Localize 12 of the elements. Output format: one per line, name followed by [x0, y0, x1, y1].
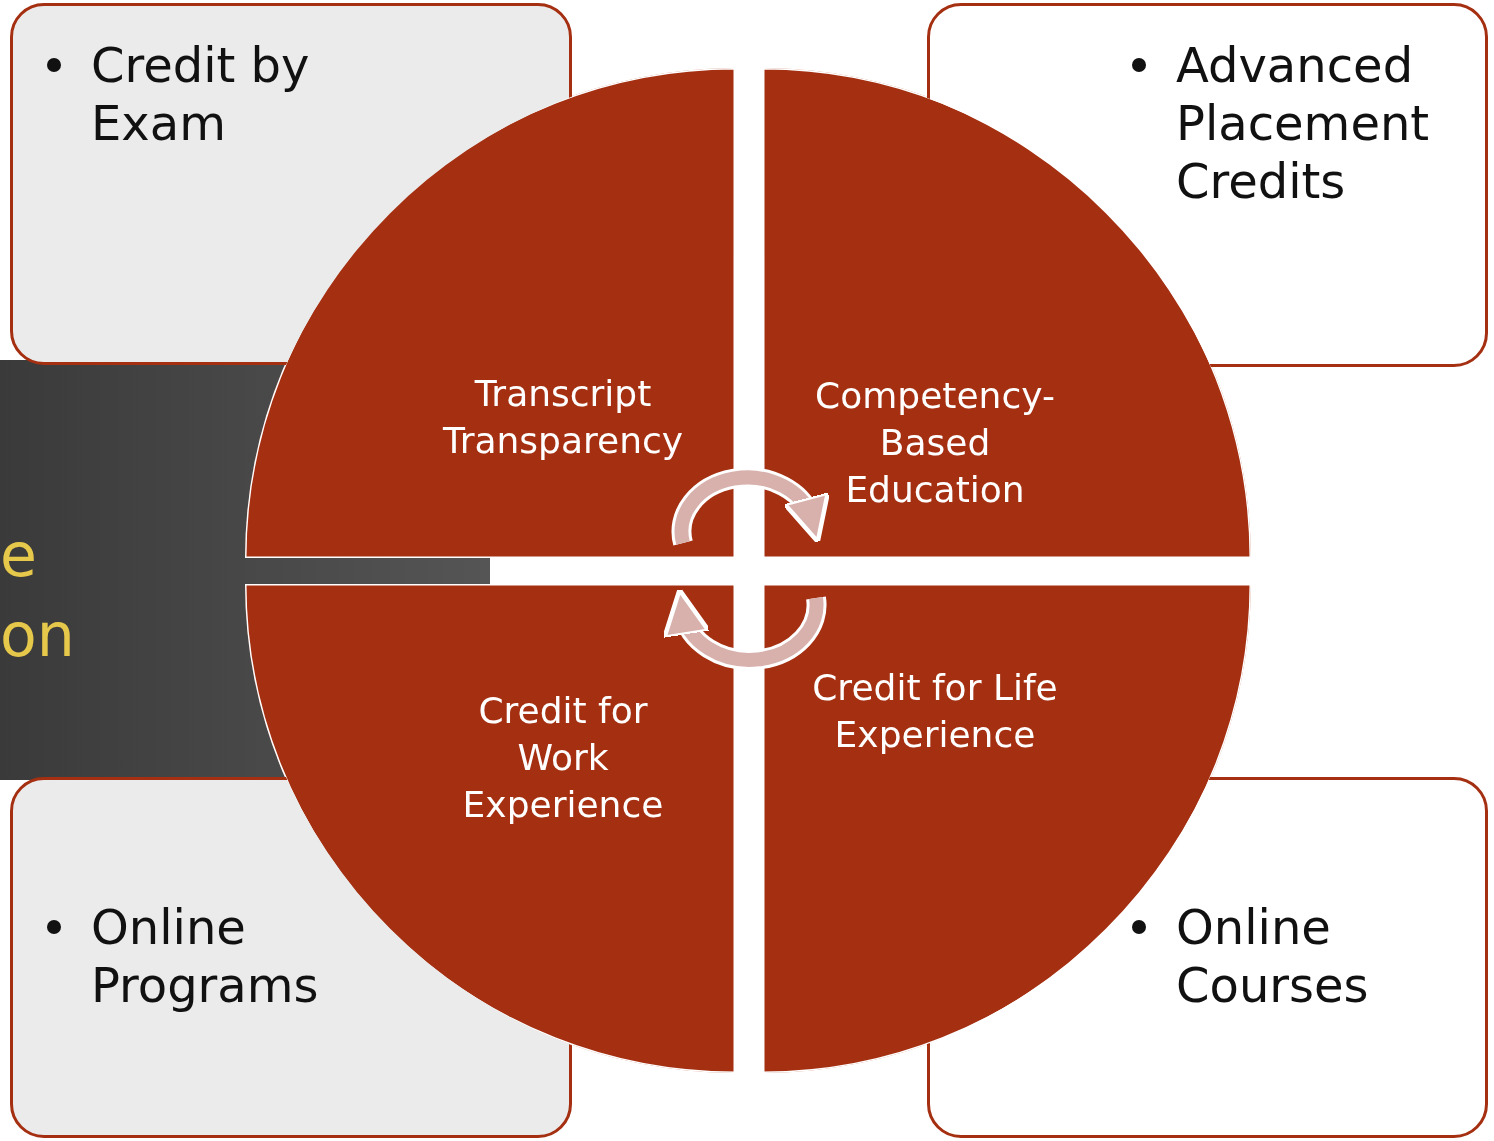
bullet-text: Advanced Placement Credits [1176, 36, 1431, 210]
title-fragment: on [0, 600, 75, 670]
cycle-arrow [664, 587, 827, 670]
bullet-text: Online Courses [1176, 898, 1370, 1014]
segment-label: Competency-Based Education [814, 374, 1056, 512]
bullet-text: Credit by Exam [91, 36, 311, 152]
segment-label: Transcript Transparency [441, 372, 685, 463]
segment-label: Credit for Work Experience [461, 689, 665, 827]
cycle-arrow [671, 467, 829, 545]
bullet-text: Online Programs [91, 898, 320, 1014]
title-fragment: e [0, 520, 37, 590]
segment-label: Credit for Life Experience [811, 666, 1059, 757]
